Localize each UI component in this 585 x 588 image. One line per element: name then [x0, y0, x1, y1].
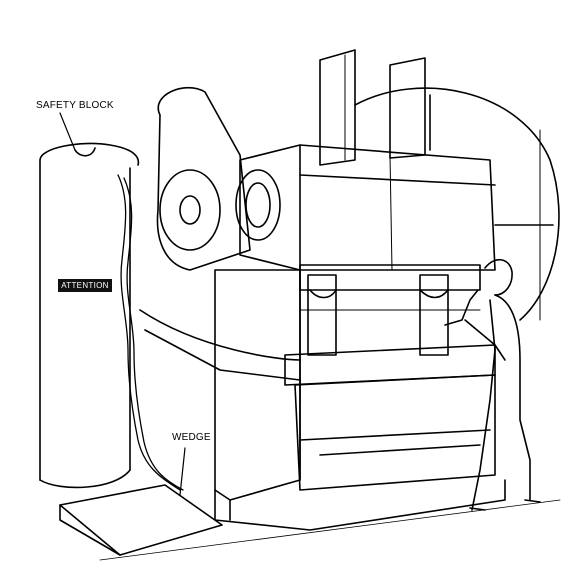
press-head	[236, 145, 495, 270]
ram-die	[300, 265, 480, 355]
safety-block	[40, 113, 138, 487]
crank-arm	[157, 88, 250, 270]
wedge-label: WEDGE	[172, 432, 211, 443]
safety-block-label: SAFETY BLOCK	[36, 100, 114, 111]
wedge	[60, 448, 222, 555]
chain	[118, 175, 183, 490]
press-bed	[215, 345, 505, 530]
floor-line	[100, 500, 560, 560]
attention-tag: ATTENTION	[58, 279, 112, 292]
operator-figure	[445, 260, 540, 510]
press-frame	[140, 270, 300, 500]
flywheel	[355, 88, 559, 320]
